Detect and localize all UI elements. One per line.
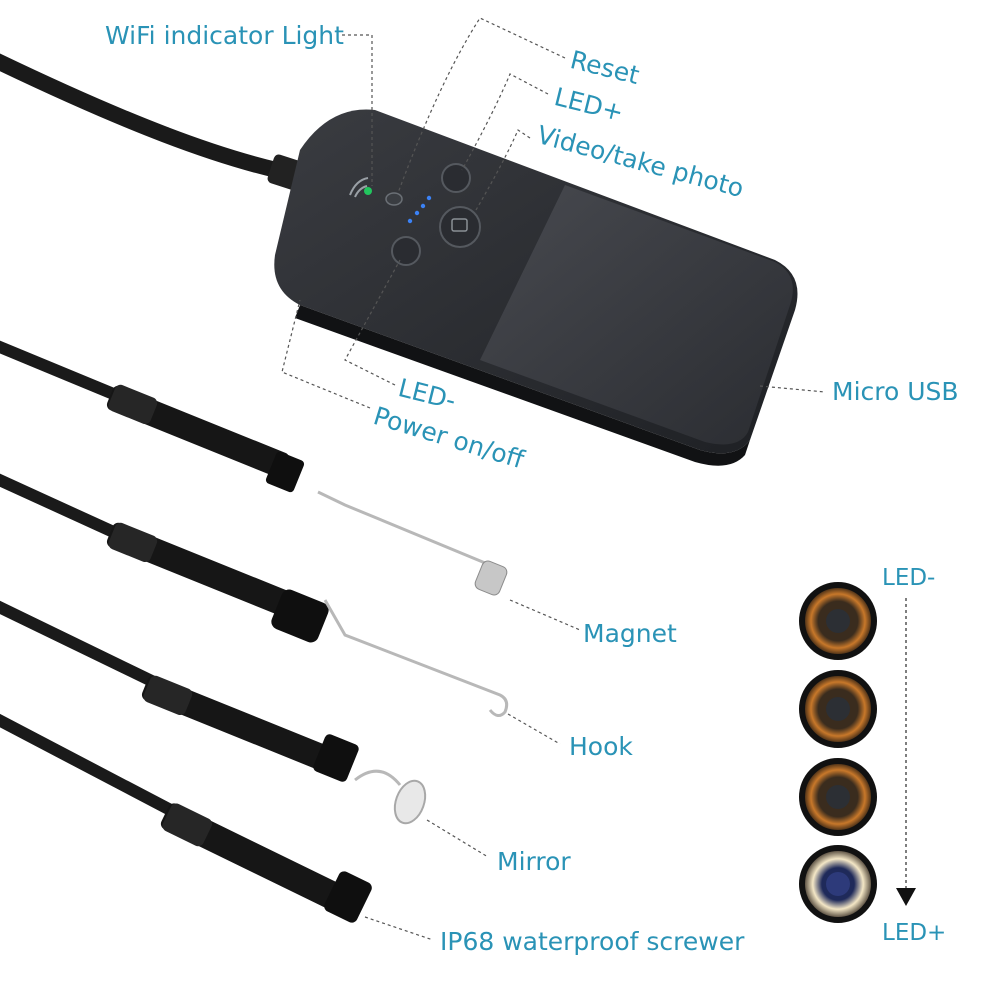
probe-hook bbox=[106, 522, 509, 717]
mirror-tip bbox=[393, 779, 427, 825]
hook-label: Hook bbox=[569, 732, 633, 761]
mirror-label: Mirror bbox=[497, 847, 571, 876]
scale-arrow-head bbox=[896, 888, 916, 906]
wifi-indicator-led bbox=[364, 187, 372, 195]
reset-button bbox=[385, 192, 403, 206]
probe-magnet bbox=[106, 384, 508, 596]
magnet-label: Magnet bbox=[583, 619, 677, 648]
led-intensity-scale bbox=[799, 582, 916, 923]
led-plus-button bbox=[441, 163, 471, 193]
led-minus-button bbox=[391, 236, 421, 266]
magnet-tip bbox=[474, 560, 508, 596]
camera-icon bbox=[451, 218, 468, 232]
wifi-indicator-label: WiFi indicator Light bbox=[105, 21, 344, 50]
rubber-panel bbox=[480, 185, 793, 445]
probe-screwer bbox=[160, 803, 372, 923]
led-level-indicators bbox=[407, 195, 432, 224]
scale-top-label: LED- bbox=[882, 565, 936, 591]
video-photo-button bbox=[439, 206, 481, 248]
probe-mirror bbox=[141, 675, 427, 825]
wifi-controller-body bbox=[274, 109, 798, 466]
usb-cable bbox=[0, 53, 308, 183]
leader-lines bbox=[281, 17, 826, 941]
micro-usb-label: Micro USB bbox=[832, 377, 959, 406]
scale-bottom-label: LED+ bbox=[882, 920, 947, 946]
screwer-label: IP68 waterproof screwer bbox=[440, 927, 745, 956]
wifi-icon bbox=[349, 177, 369, 198]
